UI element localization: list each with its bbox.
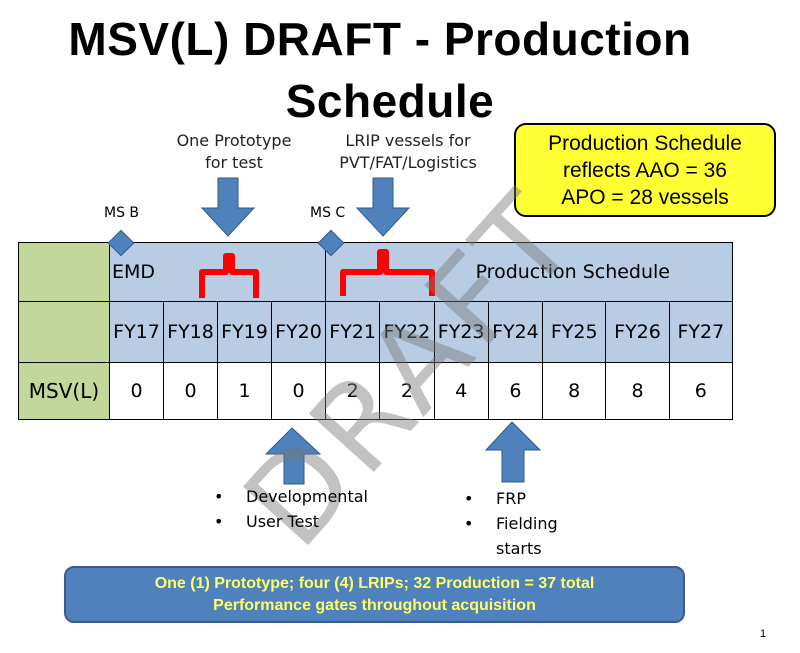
lrip-down-arrow-icon [355,177,411,237]
table-year-label-cell [18,301,110,363]
developmental-up-arrow-icon [264,427,322,485]
slide-title-line2: Schedule [285,75,495,127]
frp-bullet-list: FRP Fielding starts [464,486,574,561]
year-cell: FY27 [668,301,734,363]
list-item: FRP [464,486,574,511]
slide-title-line1: MSV(L) DRAFT - Production [68,13,692,65]
developmental-bullet-list: Developmental User Test [214,484,368,534]
list-item: Developmental [214,484,368,509]
prototype-bracket-icon [199,253,259,298]
year-cell: FY21 [324,301,381,363]
value-cell: 8 [542,362,607,420]
year-cell: FY23 [433,301,489,363]
row-label-msvl: MSV(L) [18,362,110,420]
year-cell: FY24 [487,301,544,363]
production-note-box: Production Schedule reflects AAO = 36 AP… [514,123,776,217]
value-cell: 6 [487,362,544,420]
frp-up-arrow-icon [484,421,542,483]
milestone-c-label: MS C [310,205,346,221]
emd-phase-cell: EMD [109,242,326,302]
value-cell: 6 [668,362,734,420]
lrip-bracket-icon [340,249,435,296]
list-item: Fielding starts [464,511,574,561]
milestone-b-label: MS B [104,205,140,221]
value-cell: 1 [217,362,272,420]
milestone-c-diamond [317,229,345,257]
year-cell: FY17 [109,301,164,363]
year-cell: FY18 [163,301,218,363]
value-cell: 2 [379,362,435,420]
page-number: 1 [760,628,767,640]
value-cell: 0 [271,362,326,420]
schedule-table: EMD Production Schedule FY17 FY18 FY19 F… [18,242,734,420]
year-cell: FY22 [379,301,435,363]
year-cell: FY26 [605,301,670,363]
milestone-b-diamond [107,229,135,257]
prototype-callout: One Prototype for test [176,131,292,172]
value-cell: 8 [605,362,670,420]
summary-box: One (1) Prototype; four (4) LRIPs; 32 Pr… [64,566,685,623]
year-cell: FY19 [217,301,272,363]
lrip-callout: LRIP vessels for PVT/FAT/Logistics [339,131,477,172]
value-cell: 0 [163,362,218,420]
year-cell: FY20 [271,301,326,363]
list-item: User Test [214,509,368,534]
value-cell: 2 [324,362,381,420]
value-cell: 4 [433,362,489,420]
prototype-down-arrow-icon [200,177,256,237]
